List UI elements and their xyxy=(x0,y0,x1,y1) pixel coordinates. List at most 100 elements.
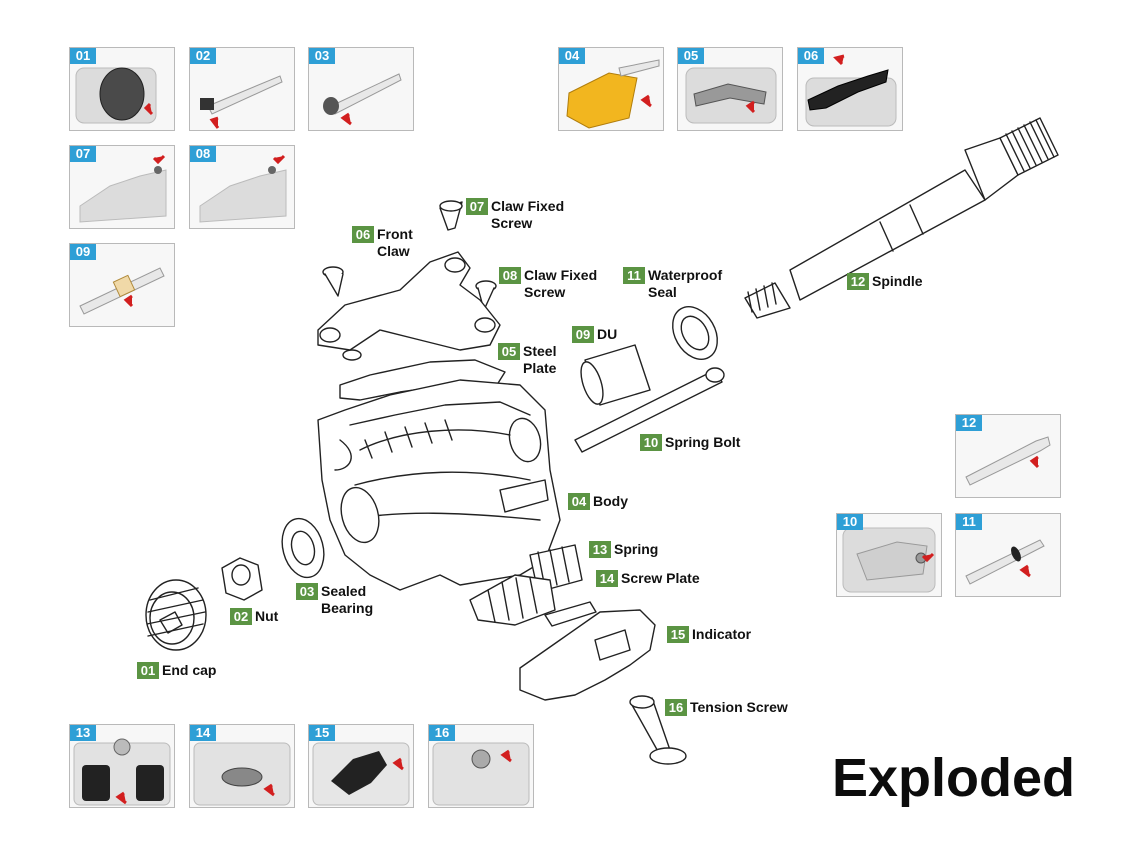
part-number-badge: 16 xyxy=(665,699,687,716)
part-number-badge: 03 xyxy=(296,583,318,600)
thumbnail-number: 02 xyxy=(190,48,216,64)
end-cap-drawing xyxy=(145,579,207,651)
part-number-badge: 08 xyxy=(499,267,521,284)
part-number-badge: 06 xyxy=(352,226,374,243)
thumbnail-du: 09 xyxy=(69,243,175,327)
body-drawing xyxy=(317,379,561,591)
thumbnail-sealed-bearing: 03 xyxy=(308,47,414,131)
thumbnail-number: 11 xyxy=(956,514,982,530)
thumbnail-image xyxy=(432,742,530,806)
label-end-cap: 01 End cap xyxy=(137,662,216,679)
red-arrow-icon xyxy=(152,154,166,165)
red-arrow-icon xyxy=(640,94,652,108)
label-sealed-bearing: 03 Sealed Bearing xyxy=(296,583,373,617)
part-name: DU xyxy=(597,326,618,342)
part-name: Body xyxy=(593,493,628,509)
part-name: Front Claw xyxy=(377,226,413,259)
red-arrow-icon xyxy=(392,757,404,771)
part-number-badge: 09 xyxy=(572,326,594,343)
thumbnail-image xyxy=(79,267,165,315)
thumbnail-image xyxy=(566,59,660,129)
thumbnail-number: 06 xyxy=(798,48,824,64)
thumbnail-image xyxy=(323,73,402,126)
label-front-claw: 06 Front Claw xyxy=(352,226,413,260)
claw-fixed-screws-drawing xyxy=(322,200,497,361)
label-spindle: 12 Spindle xyxy=(847,273,923,290)
thumbnail-number: 09 xyxy=(70,244,96,260)
part-name: Waterproof Seal xyxy=(648,267,723,300)
thumbnail-nut: 02 xyxy=(189,47,295,131)
part-name: Spindle xyxy=(872,273,923,289)
red-arrow-icon xyxy=(1019,564,1031,578)
thumbnail-number: 15 xyxy=(309,725,335,741)
thumbnail-number: 16 xyxy=(429,725,455,741)
part-name: Spring xyxy=(614,541,659,557)
thumbnail-number: 03 xyxy=(309,48,335,64)
thumbnail-spindle: 12 xyxy=(955,414,1061,498)
thumbnail-end-cap: 01 xyxy=(69,47,175,131)
thumbnail-body: 04 xyxy=(558,47,664,131)
thumbnail-screw-plate: 14 xyxy=(189,724,295,808)
label-du: 09 DU xyxy=(572,326,617,343)
red-arrow-icon xyxy=(833,54,845,66)
thumbnail-number: 01 xyxy=(70,48,96,64)
red-arrow-icon xyxy=(921,552,935,563)
thumbnail-image xyxy=(200,75,283,129)
thumbnail-image xyxy=(199,154,287,223)
label-claw-fixed-screw-07: 07 Claw Fixed Screw xyxy=(466,198,564,232)
part-number-badge: 07 xyxy=(466,198,488,215)
thumbnail-number: 04 xyxy=(559,48,585,64)
thumbnail-claw-fixed-screw-08: 08 xyxy=(189,145,295,229)
label-tension-screw: 16 Tension Screw xyxy=(665,699,788,716)
label-spring: 13 Spring xyxy=(589,541,658,558)
thumbnail-image xyxy=(965,436,1051,486)
red-arrow-icon xyxy=(209,116,220,129)
thumbnail-image xyxy=(79,154,167,223)
red-arrow-icon xyxy=(263,783,275,797)
label-indicator: 15 Indicator xyxy=(667,626,751,643)
part-name: Sealed Bearing xyxy=(321,583,374,616)
spindle-drawing xyxy=(744,117,1059,319)
thumbnail-image xyxy=(965,539,1045,585)
part-number-badge: 02 xyxy=(230,608,252,625)
part-number-badge: 12 xyxy=(847,273,869,290)
thumbnail-image xyxy=(842,527,936,593)
thumbnail-image xyxy=(193,742,291,806)
thumbnail-number: 12 xyxy=(956,415,982,431)
sealed-bearing-drawing xyxy=(281,517,325,579)
red-arrow-icon xyxy=(745,100,756,114)
part-name: Claw Fixed Screw xyxy=(524,267,598,300)
part-number-badge: 01 xyxy=(137,662,159,679)
label-waterproof-seal: 11 Waterproof Seal xyxy=(623,267,722,301)
thumbnail-number: 07 xyxy=(70,146,96,162)
label-claw-fixed-screw-08: 08 Claw Fixed Screw xyxy=(499,267,597,301)
label-steel-plate: 05 Steel Plate xyxy=(498,343,556,377)
spring-drawing xyxy=(469,544,583,626)
label-body: 04 Body xyxy=(568,493,628,510)
part-number-badge: 14 xyxy=(596,570,618,587)
nut-drawing xyxy=(221,557,263,601)
red-arrow-icon xyxy=(272,154,286,165)
part-number-badge: 04 xyxy=(568,493,590,510)
thumbnail-number: 13 xyxy=(70,725,96,741)
part-number-badge: 05 xyxy=(498,343,520,360)
thumbnail-indicator: 15 xyxy=(308,724,414,808)
diagram-title: Exploded xyxy=(832,748,1076,808)
part-number-badge: 13 xyxy=(589,541,611,558)
part-number-badge: 11 xyxy=(623,267,645,284)
red-arrow-icon xyxy=(143,102,154,116)
label-spring-bolt: 10 Spring Bolt xyxy=(640,434,740,451)
thumbnail-tension-screw: 16 xyxy=(428,724,534,808)
part-name: Indicator xyxy=(692,626,752,642)
front-claw-drawing xyxy=(317,251,501,351)
thumbnail-waterproof-seal: 11 xyxy=(955,513,1061,597)
screw-plate-drawing xyxy=(544,601,597,627)
waterproof-seal-drawing xyxy=(672,306,718,360)
label-screw-plate: 14 Screw Plate xyxy=(596,570,700,587)
part-name: Spring Bolt xyxy=(665,434,741,450)
red-arrow-icon xyxy=(115,791,127,805)
red-arrow-icon xyxy=(123,294,134,308)
thumbnail-number: 14 xyxy=(190,725,216,741)
